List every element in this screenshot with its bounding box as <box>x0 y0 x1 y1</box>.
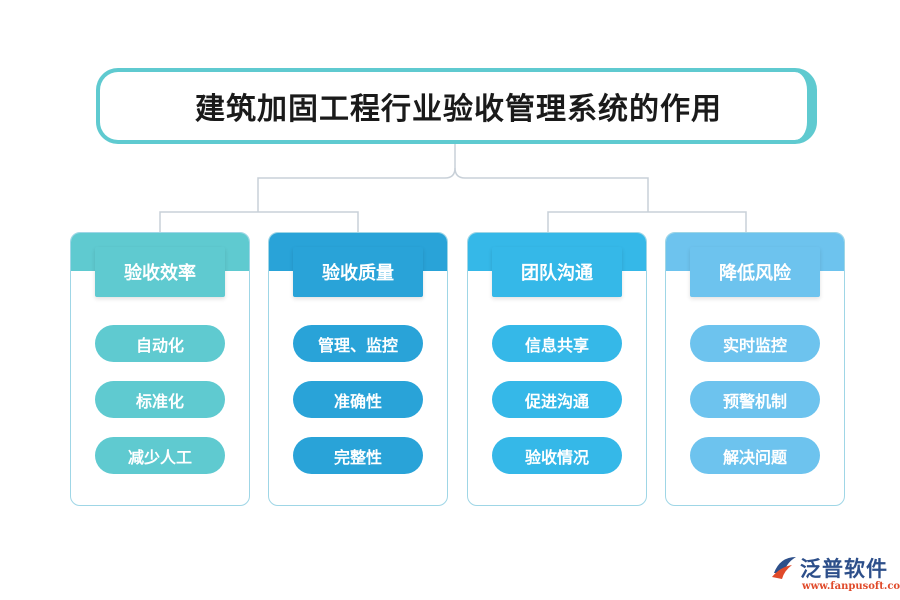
category-title: 验收效率 <box>95 247 225 297</box>
category-title: 降低风险 <box>690 247 820 297</box>
category-item: 验收情况 <box>492 437 622 474</box>
diagram-title: 建筑加固工程行业验收管理系统的作用 <box>195 92 722 127</box>
brand-logo: 泛普软件 www.fanpusoft.com <box>770 553 900 597</box>
category-item: 信息共享 <box>492 325 622 362</box>
category-card-1: 验收效率自动化标准化减少人工 <box>70 232 250 506</box>
category-item: 管理、监控 <box>293 325 423 362</box>
category-card-4: 降低风险实时监控预警机制解决问题 <box>665 232 845 506</box>
title-box: 建筑加固工程行业验收管理系统的作用 <box>100 72 813 140</box>
category-item: 准确性 <box>293 381 423 418</box>
category-item: 自动化 <box>95 325 225 362</box>
category-item: 促进沟通 <box>492 381 622 418</box>
category-item: 完整性 <box>293 437 423 474</box>
category-item: 预警机制 <box>690 381 820 418</box>
category-item: 解决问题 <box>690 437 820 474</box>
category-card-2: 验收质量管理、监控准确性完整性 <box>268 232 448 506</box>
brand-url: www.fanpusoft.com <box>802 581 900 592</box>
category-item: 标准化 <box>95 381 225 418</box>
brand-logo-icon <box>772 557 796 579</box>
category-title: 验收质量 <box>293 247 423 297</box>
title-banner: 建筑加固工程行业验收管理系统的作用 <box>96 68 817 144</box>
brand-name: 泛普软件 <box>800 557 888 581</box>
category-title: 团队沟通 <box>492 247 622 297</box>
category-item: 实时监控 <box>690 325 820 362</box>
category-item: 减少人工 <box>95 437 225 474</box>
category-card-3: 团队沟通信息共享促进沟通验收情况 <box>467 232 647 506</box>
